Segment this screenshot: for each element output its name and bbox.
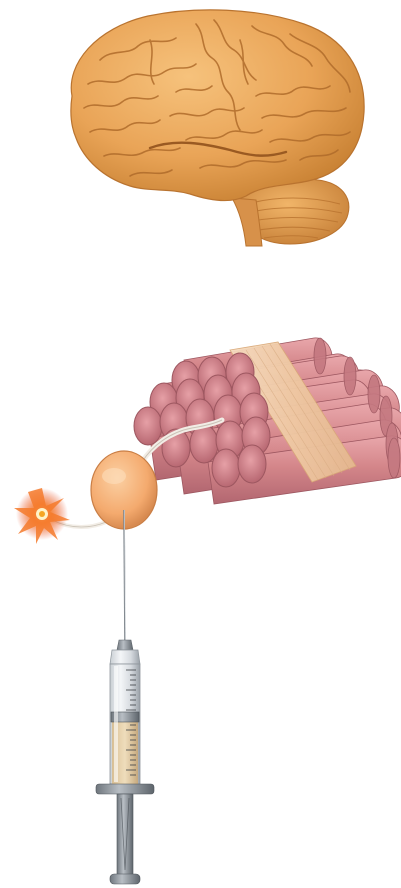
spark-icon — [14, 488, 70, 544]
syringe-flange — [96, 784, 154, 794]
muscle-fiber-bundle — [134, 338, 401, 504]
syringe — [96, 510, 154, 884]
needle-hub — [117, 640, 133, 650]
brain — [71, 10, 364, 246]
plunger-thumb — [110, 874, 140, 884]
